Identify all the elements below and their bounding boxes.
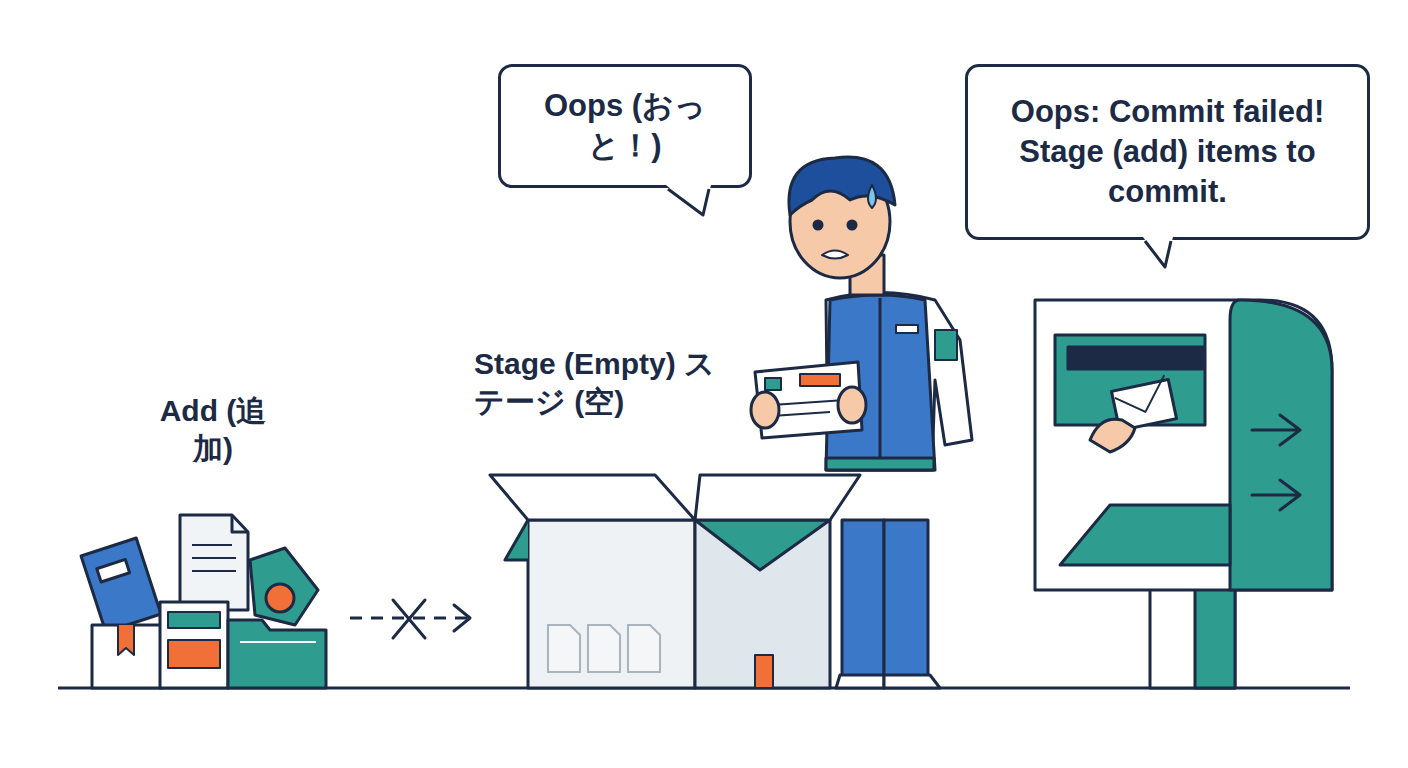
heading-label: Stage (Empty) ステージ (空)	[474, 345, 744, 422]
item-pile: Add (追加)	[88, 392, 338, 688]
speech-bubble: Oops: Commit failed! Stage (add) items t…	[965, 64, 1370, 240]
stage-box: Stage (Empty) ステージ (空)	[474, 345, 874, 688]
bubble-tail	[498, 185, 798, 225]
heading-label: Add (追加)	[158, 392, 268, 469]
bubble-tail	[965, 237, 1265, 277]
crossed-arrow	[350, 605, 470, 631]
speech-bubble: Oops (おっと！)	[498, 64, 752, 188]
speech-text: Oops (おっと！)	[540, 86, 710, 165]
speech-text: Oops: Commit failed! Stage (add) items t…	[983, 92, 1353, 211]
